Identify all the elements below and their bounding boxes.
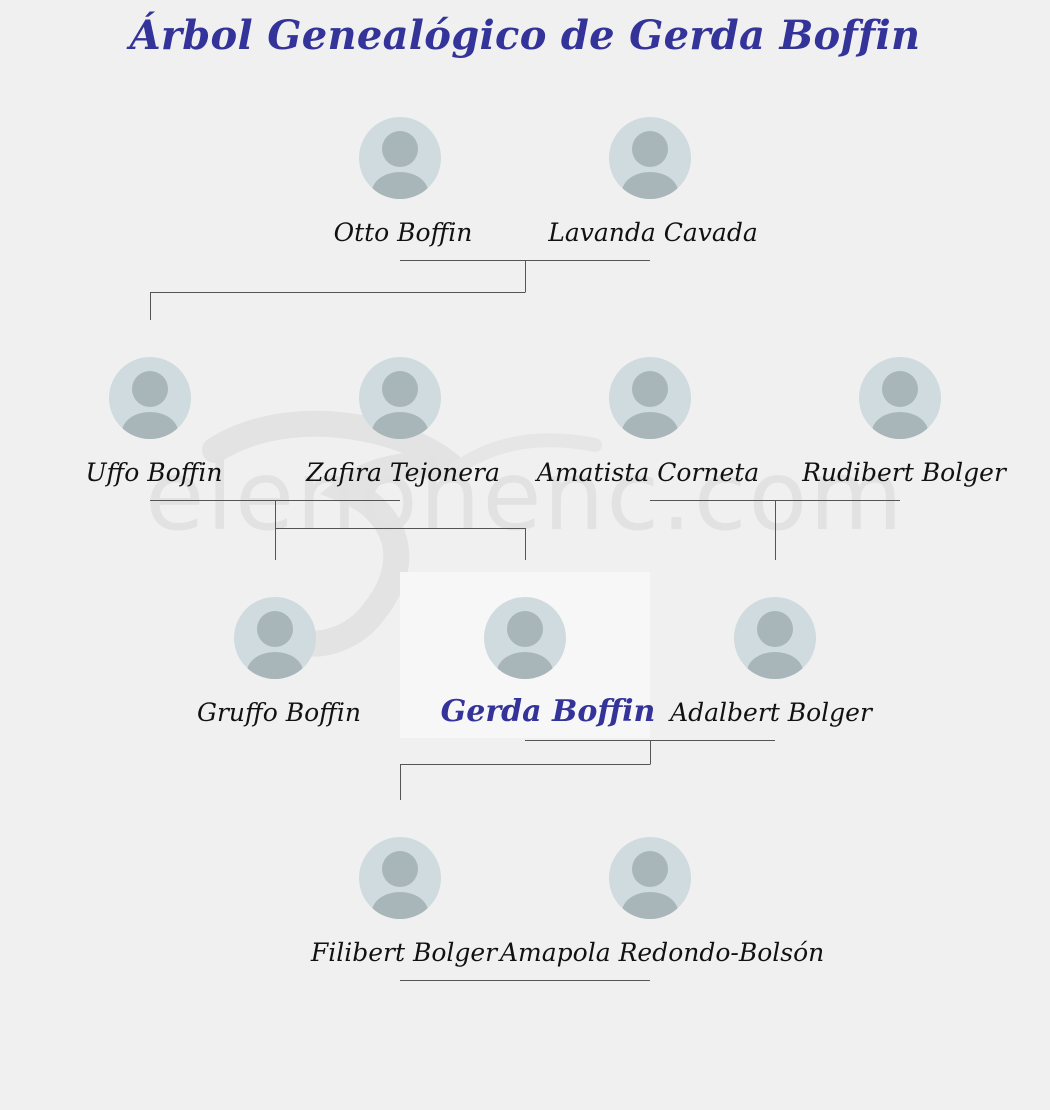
person-name: Zafira Tejonera [306,458,500,487]
person-name: Lavanda Cavada [548,218,758,247]
avatar-placeholder-icon [609,117,691,199]
avatar-placeholder-icon [484,597,566,679]
avatar-placeholder-icon [359,117,441,199]
avatar-placeholder-icon [359,837,441,919]
person-name: Otto Boffin [333,218,473,247]
avatar-placeholder-icon [109,357,191,439]
avatar-placeholder-icon [234,597,316,679]
avatar-placeholder-icon [609,357,691,439]
person-name: Rudibert Bolger [802,458,1006,487]
page-title: Árbol Genealógico de Gerda Boffin [129,12,921,59]
avatar-placeholder-icon [359,357,441,439]
person-name: Amatista Corneta [536,458,760,487]
focus-person-name: Gerda Boffin [440,694,656,729]
person-name: Uffo Boffin [85,458,223,487]
avatar-placeholder-icon [859,357,941,439]
person-name: Amapola Redondo-Bolsón [500,938,825,967]
avatar-placeholder-icon [734,597,816,679]
watermark-text: elenohenc.com [145,440,905,552]
person-name: Adalbert Bolger [670,698,872,727]
person-name: Gruffo Boffin [197,698,361,727]
avatar-placeholder-icon [609,837,691,919]
person-name: Filibert Bolger [310,938,498,967]
